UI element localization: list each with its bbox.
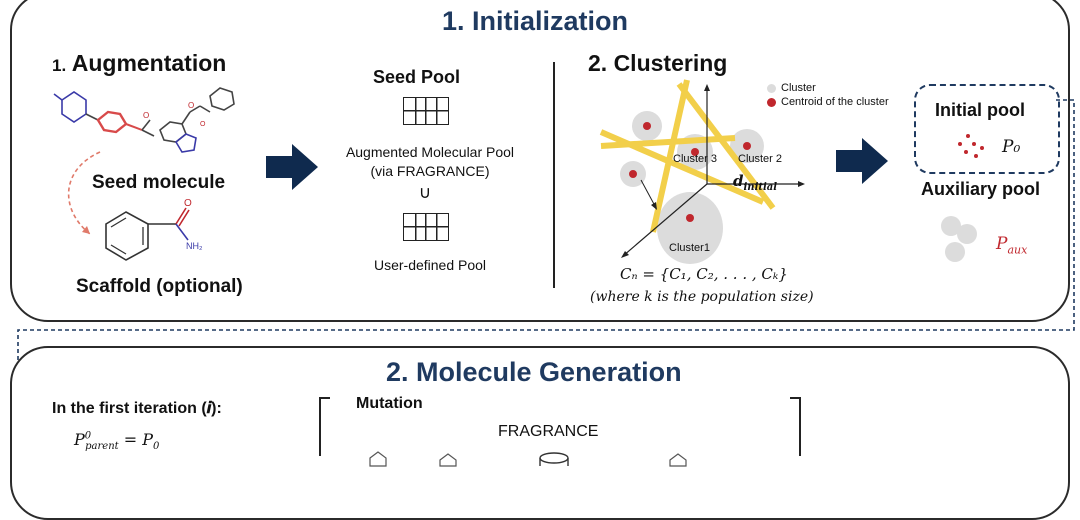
- auxiliary-pool-label: Auxiliary pool: [921, 179, 1041, 199]
- svg-text:O: O: [188, 101, 194, 110]
- augmentation-dashed-arrow: [67, 151, 101, 235]
- initial-pool-dots: [958, 134, 984, 158]
- cluster-2-label: Cluster 2: [738, 153, 783, 165]
- scaffold-label: Scaffold (optional): [76, 276, 243, 297]
- molecule-generation-title: 2. Molecule Generation: [386, 357, 682, 387]
- first-iteration-label: In the first iteration (𝒊):: [52, 400, 222, 417]
- seed-molecule-structure: O O O: [53, 87, 235, 153]
- augmented-pool-line2: (via FRAGRANCE): [370, 163, 490, 179]
- svg-text:O: O: [184, 198, 192, 209]
- user-defined-pool-label: User-defined Pool: [373, 257, 487, 273]
- p0-label: P₀: [1002, 137, 1021, 157]
- initialization-panel: [10, 0, 1070, 322]
- paux-subscript: aux: [1007, 243, 1028, 257]
- population-size-note: (where k is the population size): [590, 289, 814, 305]
- augmentation-label: Augmentation: [71, 50, 227, 76]
- d-symbol: d: [733, 172, 744, 190]
- augmented-pool-table-icon: [403, 213, 449, 241]
- centroid-legend-label: Centroid of the cluster: [781, 96, 889, 108]
- d-subscript: initial: [743, 182, 778, 193]
- nh2-label: NH₂: [186, 241, 203, 251]
- cluster-set-formula: Cₙ = {C₁, C₂, . . . , Cₖ}: [620, 265, 788, 283]
- cluster-legend-swatch: [767, 84, 776, 93]
- auxiliary-pool-blobs: [941, 216, 977, 262]
- seed-pool-label: Seed Pool: [373, 67, 461, 87]
- mutation-label: Mutation: [356, 395, 423, 412]
- initialization-title: 1. Initialization: [442, 6, 629, 36]
- initial-pool-box: [914, 84, 1060, 174]
- cluster-1-label: Cluster1: [669, 242, 710, 254]
- clustering-plot: [599, 79, 805, 264]
- arrow-to-pools: [266, 144, 318, 190]
- arrow-to-pools-output: [836, 138, 888, 184]
- paux-label: Paux: [996, 234, 1027, 256]
- section-divider: [553, 62, 555, 288]
- cluster-3-label: Cluster 3: [673, 153, 718, 165]
- centroid-legend-swatch: [767, 98, 776, 107]
- seed-molecule-label: Seed molecule: [92, 172, 226, 193]
- cluster-legend-label: Cluster: [781, 82, 816, 94]
- augmentation-title: 1. Augmentation: [52, 50, 226, 77]
- fragrance-label: FRAGRANCE: [498, 423, 599, 440]
- initial-pool-label: Initial pool: [935, 100, 1025, 120]
- svg-text:O: O: [200, 121, 206, 128]
- paux-symbol: P: [996, 234, 1008, 254]
- augmented-pool-line1: Augmented Molecular Pool: [345, 144, 515, 160]
- seed-pool-table-icon: [403, 97, 449, 125]
- d-initial-label: dinitial: [733, 172, 777, 193]
- augmentation-number: 1.: [52, 56, 67, 75]
- union-symbol: ∪: [418, 183, 432, 202]
- svg-text:O: O: [143, 111, 149, 120]
- parent-pool-formula: P0parent = P0: [74, 430, 160, 453]
- scaffold-structure: O: [105, 198, 192, 261]
- clustering-title: 2. Clustering: [588, 50, 728, 76]
